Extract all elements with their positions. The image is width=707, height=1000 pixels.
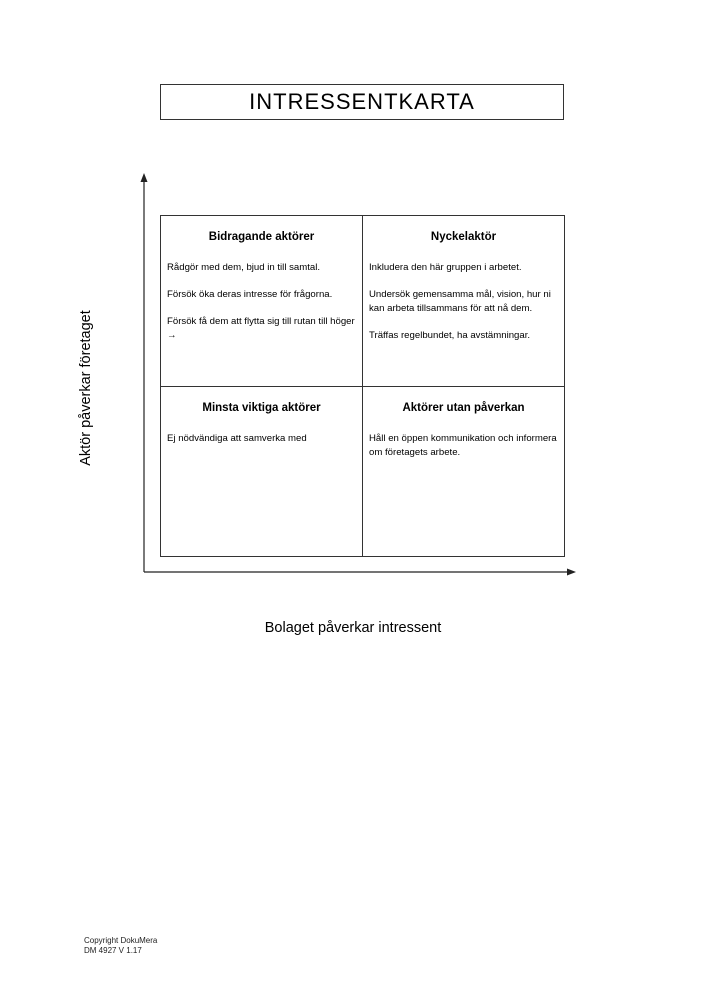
- stakeholder-matrix: Bidragande aktörer Rådgör med dem, bjud …: [160, 215, 565, 557]
- quadrant-item: Rådgör med dem, bjud in till samtal.: [167, 262, 321, 273]
- quadrant-item: Inkludera den här gruppen i arbetet.: [369, 262, 522, 273]
- copyright-text: Copyright DokuMera: [84, 936, 158, 945]
- quadrant-heading: Minsta viktiga aktörer: [202, 402, 321, 414]
- quadrant-item: Ej nödvändiga att samverka med: [167, 433, 307, 444]
- page-title: INTRESSENTKARTA: [160, 84, 564, 120]
- quadrant-item: Försök få dem att flytta sig till rutan …: [167, 316, 355, 341]
- quadrant-top-right: Nyckelaktör Inkludera den här gruppen i …: [363, 216, 564, 387]
- quadrant-bottom-left: Minsta viktiga aktörer Ej nödvändiga att…: [161, 387, 363, 556]
- quadrant-top-left: Bidragande aktörer Rådgör med dem, bjud …: [161, 216, 363, 387]
- quadrant-heading: Bidragande aktörer: [208, 231, 315, 243]
- quadrant-heading: Nyckelaktör: [430, 231, 497, 243]
- y-axis-arrow-icon: [140, 173, 148, 182]
- quadrant-heading: Aktörer utan påverkan: [402, 402, 525, 414]
- y-axis-label: Aktör påverkar företaget: [78, 310, 94, 466]
- quadrant-item: Träffas regelbundet, ha avstämningar.: [369, 330, 531, 341]
- footer: Copyright DokuMera DM 4927 V 1.17: [84, 936, 157, 956]
- quadrant-bottom-right: Aktörer utan påverkan Håll en öppen komm…: [363, 387, 564, 556]
- document-id: DM 4927 V 1.17: [84, 946, 142, 955]
- x-axis-label: Bolaget påverkar intressent: [264, 620, 442, 636]
- quadrant-item: Försök öka deras intresse för frågorna.: [167, 289, 333, 300]
- quadrant-item: Undersök gemensamma mål, vision, hur ni …: [369, 289, 551, 314]
- quadrant-item: Håll en öppen kommunikation och informer…: [369, 433, 557, 458]
- x-axis-arrow-icon: [567, 568, 576, 576]
